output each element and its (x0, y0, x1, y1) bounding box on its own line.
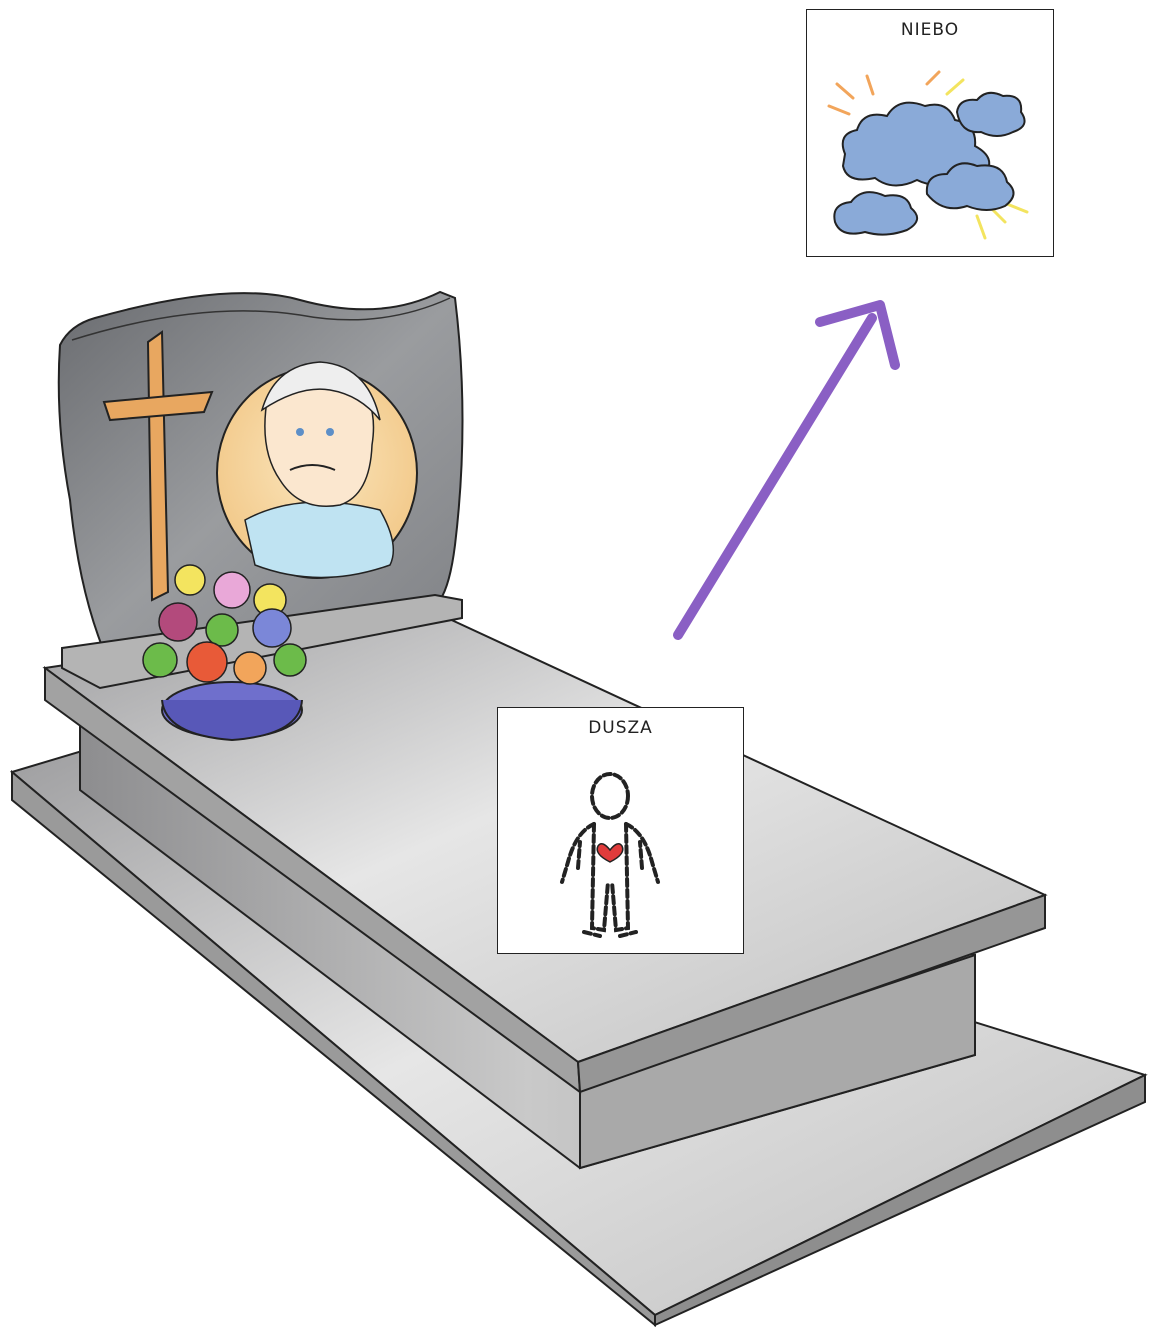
heaven-card: NIEBO (806, 9, 1054, 257)
clouds-sun-icon (807, 54, 1051, 254)
soul-card: DUSZA (497, 707, 744, 954)
soul-card-label: DUSZA (498, 718, 743, 738)
heaven-card-label: NIEBO (807, 20, 1053, 40)
dashed-person-heart-icon (498, 752, 741, 952)
arrow-up-right-icon (678, 305, 895, 635)
